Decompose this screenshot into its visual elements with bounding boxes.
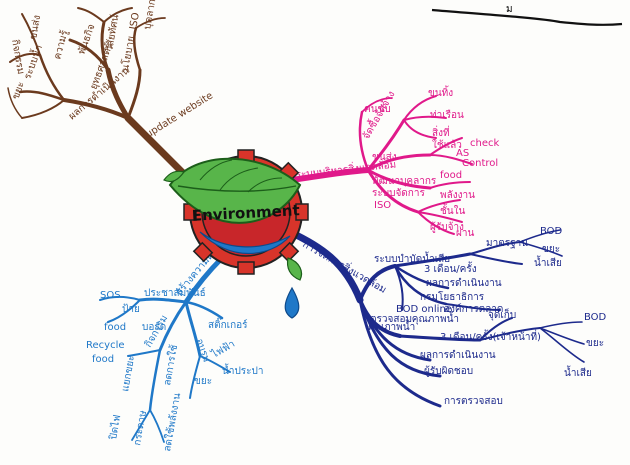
- blue-leaf-6: สติ๊กเกอร์: [208, 317, 248, 331]
- magenta-leaf-11: ชั้นใน: [440, 203, 466, 217]
- top-scribble: ม: [431, 4, 623, 26]
- navy-main-label: การจัดการสิ่งแวดล้อม: [301, 236, 390, 295]
- navy-leaf-3: น้ำเสีย: [534, 255, 562, 269]
- magenta-sub-3: ISO: [374, 200, 391, 211]
- magenta-leaf-3: ใช้แล้ว: [432, 139, 462, 151]
- navy-labels: การจัดการสิ่งแวดล้อม ระบบบำบัดน้ำเสีย คุ…: [301, 226, 607, 407]
- brown-labels: update website ผลการดำเนินงาน ยุทธศาสตร์…: [9, 0, 215, 141]
- magenta-leaf-2: สิ่งที่: [432, 125, 450, 139]
- magenta-leaf-0: ขนทิ้ง: [428, 85, 453, 99]
- navy-leaf-5: ผลการดำเนินงาน: [426, 278, 502, 289]
- brown-main-label: update website: [144, 90, 215, 140]
- blue-leaf-12: กระดาษ: [132, 409, 149, 446]
- magenta-leaf-10: ระบบจัดการ: [372, 188, 425, 199]
- blue-leaf-11: ลดการใช้: [161, 344, 180, 387]
- blue-leaf-7: ไฟฟ้า: [209, 338, 237, 361]
- navy-leaf-17: การตรวจสอบ: [444, 396, 503, 407]
- navy-leaf-7: BOD online: [396, 304, 452, 315]
- water-wave: [199, 231, 291, 254]
- brown-leaf-1: นโยบาย: [118, 35, 137, 73]
- blue-leaf-9: ขยะ: [194, 376, 212, 387]
- navy-leaf-2: ขยะ: [542, 244, 560, 255]
- blue-leaf-14: ปิดไฟ: [107, 414, 123, 441]
- magenta-leaf-8: คนขับ: [364, 104, 391, 115]
- magenta-leaf-5: AS: [456, 148, 469, 159]
- blue-leaf-13: ลดใช้พลังงาน: [161, 392, 183, 453]
- navy-leaf-13: น้ำเสีย: [564, 365, 592, 379]
- navy-leaf-10: BOD: [584, 312, 607, 323]
- blue-leaf-8: น้ำประปา: [222, 363, 264, 377]
- navy-leaf-15: ผลการดำเนินงาน: [420, 350, 496, 361]
- navy-leaf-1: มาตรฐาน: [486, 238, 528, 249]
- blue-leaf-1: food: [104, 322, 126, 333]
- brown-leaf-6: กิจกรรม: [9, 39, 26, 76]
- blue-sub-0: ประชาสัมพันธ์: [144, 287, 206, 299]
- navy-leaf-0: BOD: [540, 226, 563, 237]
- magenta-sub-1: ขนส่ง: [372, 152, 397, 163]
- magenta-leaf-1: ท่าเรือน: [430, 109, 464, 121]
- blue-leaf-3: food: [92, 354, 114, 365]
- brown-leaf-4: ความรู้: [51, 28, 70, 61]
- navy-leaf-14: 3 เดือน/ครั้ง(เจ้าหน้าที่): [440, 329, 541, 343]
- navy-leaf-8: องค์การตลาด: [444, 303, 503, 315]
- magenta-leaf-13: ผ่าน: [456, 228, 474, 239]
- blue-leaf-4: ป้าย: [122, 303, 140, 315]
- magenta-sub-2: พัฒนาบุคลากร: [372, 176, 437, 187]
- blue-leaf-10: แยกขยะ: [120, 355, 137, 393]
- navy-sub-1: คุณภาพน้ำ: [368, 319, 415, 333]
- blue-leaf-0: SOS: [100, 290, 121, 301]
- magenta-leaf-7: food: [440, 170, 462, 181]
- brown-leaf-5: ขนส่ง: [28, 14, 43, 40]
- navy-leaf-12: ขยะ: [586, 338, 604, 349]
- navy-branch: [286, 228, 585, 408]
- navy-sub-0: ระบบบำบัดน้ำเสีย: [374, 251, 450, 265]
- magenta-leaf-9: พลังงาน: [440, 190, 475, 201]
- navy-leaf-4: 3 เดือน/ครั้ง: [424, 261, 477, 275]
- central-image: Environment: [163, 149, 309, 319]
- top-scribble-letter: ม: [506, 4, 513, 15]
- brown-leaf-8: ขยะ: [10, 80, 27, 101]
- navy-leaf-6: กรมโยธาธิการ: [420, 290, 485, 303]
- magenta-leaf-6: Control: [462, 158, 498, 169]
- brown-branch: [7, 7, 194, 184]
- blue-leaf-5: บอร์ด: [142, 321, 166, 333]
- navy-leaf-11: จุดเก็บ: [488, 307, 516, 321]
- brown-leaf-3: พันธกิจ: [76, 23, 97, 56]
- brown-leaf-0: ISO: [128, 12, 142, 31]
- blue-leaf-2: Recycle: [86, 340, 125, 351]
- water-drop-icon: [284, 286, 300, 319]
- leaf-icon: [163, 157, 302, 224]
- central-label: Environment: [191, 201, 300, 225]
- small-leaf-icon: [286, 257, 303, 281]
- navy-leaf-16: ผู้รับผิดชอบ: [424, 365, 473, 377]
- magenta-leaf-4: check: [470, 138, 499, 149]
- magenta-labels: ระบบบริหารสิ่งแวดล้อม จัดซื้อจัดจ้าง ขนส…: [295, 85, 500, 239]
- brown-leaf-9: บุคลากร: [142, 0, 159, 31]
- navy-leaf-9: ตรวจสอบคุณภาพน้ำ: [370, 311, 459, 325]
- magenta-branch: [289, 95, 473, 235]
- magenta-leaf-12: ผู้รับจ้าง: [430, 221, 464, 233]
